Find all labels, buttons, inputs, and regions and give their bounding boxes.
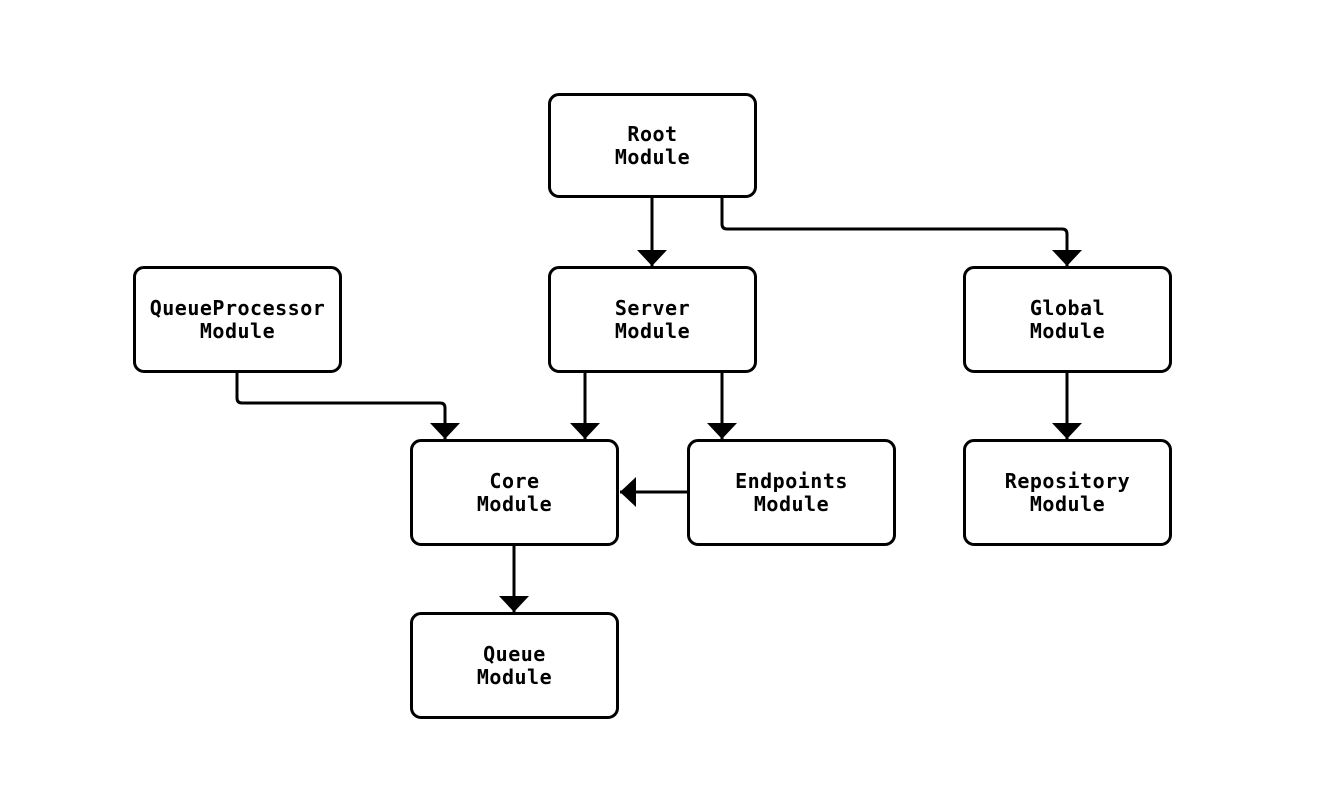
edges-group [235,198,1082,612]
node-root-module: Root Module [548,93,757,198]
node-label: Root Module [614,121,691,169]
node-core-module: Core Module [410,439,619,546]
node-server-module: Server Module [548,266,757,373]
node-label: Global Module [1029,295,1106,343]
node-label: Queue Module [476,641,553,689]
node-global-module: Global Module [963,266,1172,373]
node-label: Repository Module [1004,468,1131,516]
node-endpoints-module: Endpoints Module [687,439,896,546]
node-label: Endpoints Module [735,468,848,516]
node-label: QueueProcessor Module [149,295,326,343]
node-label: Server Module [614,295,691,343]
node-repository-module: Repository Module [963,439,1172,546]
edge-queueprocessor-to-core [235,373,460,439]
node-queue-module: Queue Module [410,612,619,719]
node-label: Core Module [476,468,553,516]
node-queueprocessor-module: QueueProcessor Module [133,266,342,373]
edge-root-to-global [720,198,1082,266]
